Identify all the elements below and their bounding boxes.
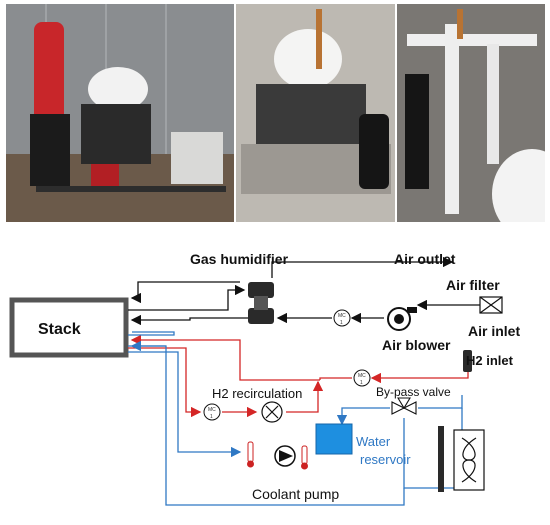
- humidifier-return-line: [137, 281, 240, 298]
- svg-text:MC: MC: [208, 407, 216, 413]
- water-reservoir-label-line2: reservoir: [360, 452, 411, 467]
- thermometer-right: [301, 445, 308, 470]
- bypass-valve-label: By-pass valve: [376, 385, 451, 399]
- h2-feed-to-stack-line: [130, 334, 320, 381]
- svg-text:1: 1: [340, 320, 343, 326]
- humidifier-to-stack-air-line: [130, 314, 248, 326]
- stack-label: Stack: [38, 321, 81, 338]
- h2-stack-out-line: [128, 347, 202, 418]
- water-reservoir-tank: [315, 423, 353, 455]
- water-reservoir-label-line1: Water: [356, 434, 391, 449]
- h2-inlet-element: [463, 350, 472, 372]
- air-outlet-line: [271, 256, 454, 278]
- svg-text:MC: MC: [338, 313, 346, 319]
- mc-controller-h2-inlet: MC 1: [353, 369, 371, 387]
- h2-recirculation-label: H2 recirculation: [212, 386, 302, 401]
- stack-coolant-out-line: [128, 351, 242, 458]
- thermometer-left: [247, 441, 254, 468]
- bypass-valve: [391, 397, 417, 415]
- stack-exhaust-to-humidifier-line: [128, 284, 246, 311]
- h2-inlet-label: H2 inlet: [466, 353, 514, 368]
- svg-text:1: 1: [360, 380, 363, 386]
- mc-controller-air: MC 1: [333, 309, 351, 327]
- svg-text:1: 1: [210, 414, 213, 420]
- stack-box: [9, 297, 129, 358]
- gas-humidifier: [248, 282, 274, 324]
- system-diagram: Stack MC 1: [9, 251, 520, 506]
- photo-test-bench-top: [236, 4, 395, 222]
- svg-text:MC: MC: [358, 373, 366, 379]
- photo-piping-detail: [397, 4, 545, 222]
- radiator-loop-line: [403, 408, 463, 489]
- photo-test-bench-front: [6, 4, 234, 222]
- coolant-pump: [274, 445, 296, 467]
- h2-recirc-return-line: [286, 382, 319, 413]
- hydrogen-cylinder-photo: [34, 22, 64, 122]
- h2-recirculation-pump: [261, 401, 283, 423]
- sensor-panel-photo: [405, 74, 429, 189]
- air-lines: [128, 256, 480, 326]
- air-blower: [387, 307, 417, 331]
- radiator: [438, 426, 485, 492]
- air-filter-label: Air filter: [446, 277, 500, 293]
- valve-to-reservoir-line: [336, 407, 390, 426]
- air-filter: [479, 296, 503, 314]
- coolant-lines: [128, 331, 463, 506]
- h2-mc-to-junction-line: [319, 377, 352, 380]
- air-inlet-label: Air inlet: [468, 323, 520, 339]
- h2-inlet-to-mc-line: [370, 370, 469, 384]
- air-blower-label: Air blower: [382, 337, 451, 353]
- air-outlet-label: Air outlet: [394, 251, 456, 267]
- mc-controller-recirculation: MC 1: [203, 403, 221, 421]
- coolant-inner-line: [128, 331, 175, 336]
- hydrogen-lines: [128, 334, 469, 418]
- coolant-pump-label: Coolant pump: [252, 486, 339, 502]
- gas-humidifier-label: Gas humidifier: [190, 251, 289, 267]
